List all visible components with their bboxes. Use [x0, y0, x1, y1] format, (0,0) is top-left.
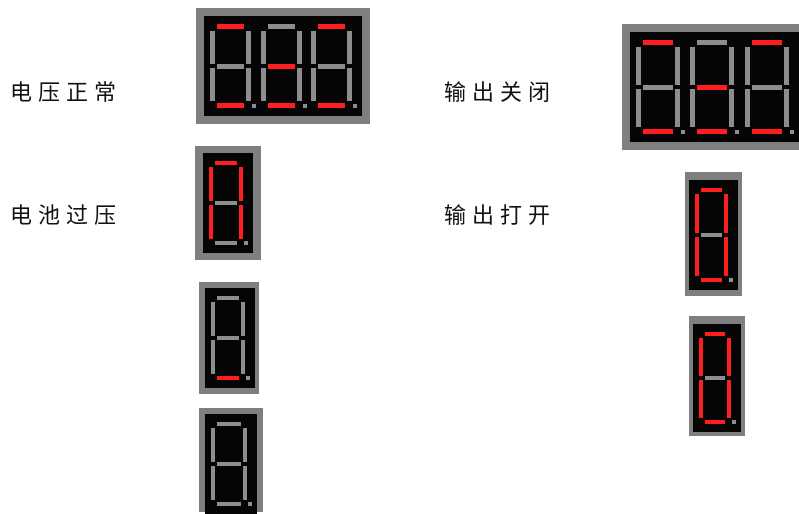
segment-d — [217, 376, 239, 380]
segment-b — [243, 428, 247, 462]
segment-d — [752, 129, 782, 134]
segment-a — [217, 24, 244, 29]
segment-e — [211, 466, 215, 500]
segment-b — [239, 167, 243, 201]
decimal-point — [729, 278, 733, 282]
segment-c — [239, 205, 243, 239]
segment-c — [246, 68, 251, 101]
segment-a — [268, 24, 295, 29]
segment-b — [347, 31, 352, 64]
segment-e — [690, 89, 695, 127]
display-voltage-normal — [196, 8, 370, 124]
segment-c — [347, 68, 352, 101]
segment-c — [675, 89, 680, 127]
segment-g — [215, 201, 237, 205]
segment-a — [318, 24, 345, 29]
segment-d — [643, 129, 673, 134]
voltage-normal-label: 电压正常 — [10, 81, 123, 106]
segment-e — [261, 68, 266, 101]
segment-d — [705, 420, 725, 424]
segment-f — [695, 194, 699, 233]
segment-b — [246, 31, 251, 64]
segment-g — [217, 63, 244, 69]
decimal-point — [246, 376, 250, 380]
segment-a — [752, 40, 782, 45]
display-small-a — [199, 282, 259, 394]
segment-g — [318, 63, 345, 69]
segment-a — [643, 40, 673, 45]
segment-f — [311, 31, 316, 64]
segment-e — [636, 89, 641, 127]
segment-a — [215, 161, 237, 165]
segment-a — [217, 422, 241, 426]
segment-f — [745, 47, 750, 85]
decimal-point — [248, 502, 252, 506]
segment-f — [210, 31, 215, 64]
segment-b — [241, 302, 245, 336]
segment-d — [697, 129, 727, 134]
segment-e — [210, 68, 215, 101]
decimal-point — [252, 104, 256, 108]
segment-g — [705, 376, 725, 380]
segment-c — [724, 237, 728, 276]
segment-e — [745, 89, 750, 127]
segment-b — [297, 31, 302, 64]
segment-b — [727, 338, 731, 376]
decimal-point — [732, 420, 736, 424]
segment-c — [729, 89, 734, 127]
segment-c — [243, 466, 247, 500]
decimal-point — [244, 241, 248, 245]
segment-b — [724, 194, 728, 233]
segment-d — [215, 241, 237, 245]
display-small-c — [689, 316, 745, 436]
output-on-label: 输出打开 — [444, 204, 557, 229]
segment-a — [697, 40, 727, 45]
segment-g — [697, 84, 727, 90]
segment-c — [241, 340, 245, 374]
segment-a — [217, 296, 239, 300]
segment-a — [701, 188, 722, 192]
decimal-point — [681, 130, 685, 134]
segment-c — [727, 380, 731, 418]
segment-e — [695, 237, 699, 276]
segment-f — [211, 302, 215, 336]
segment-e — [311, 68, 316, 101]
segment-g — [701, 233, 722, 237]
segment-b — [675, 47, 680, 85]
segment-a — [705, 332, 725, 336]
decimal-point — [735, 130, 739, 134]
segment-e — [699, 380, 703, 418]
output-off-label: 输出关闭 — [444, 81, 557, 106]
segment-d — [268, 103, 295, 108]
decimal-point — [303, 104, 307, 108]
segment-b — [784, 47, 789, 85]
segment-d — [217, 103, 244, 108]
segment-f — [636, 47, 641, 85]
display-output-off — [622, 24, 799, 150]
segment-d — [318, 103, 345, 108]
segment-g — [268, 63, 295, 69]
segment-c — [297, 68, 302, 101]
decimal-point — [353, 104, 357, 108]
decimal-point — [790, 130, 794, 134]
segment-e — [211, 340, 215, 374]
segment-c — [784, 89, 789, 127]
segment-d — [217, 502, 241, 506]
segment-g — [752, 84, 782, 90]
segment-f — [211, 428, 215, 462]
segment-d — [701, 278, 722, 282]
segment-g — [217, 336, 239, 340]
segment-f — [699, 338, 703, 376]
battery-overvoltage-label: 电池过压 — [10, 204, 123, 229]
display-output-on — [685, 172, 742, 296]
display-small-b — [199, 408, 263, 514]
segment-b — [729, 47, 734, 85]
segment-f — [690, 47, 695, 85]
segment-e — [209, 205, 213, 239]
segment-g — [643, 84, 673, 90]
display-battery-overvoltage — [195, 146, 261, 260]
segment-f — [209, 167, 213, 201]
segment-g — [217, 462, 241, 466]
segment-f — [261, 31, 266, 64]
